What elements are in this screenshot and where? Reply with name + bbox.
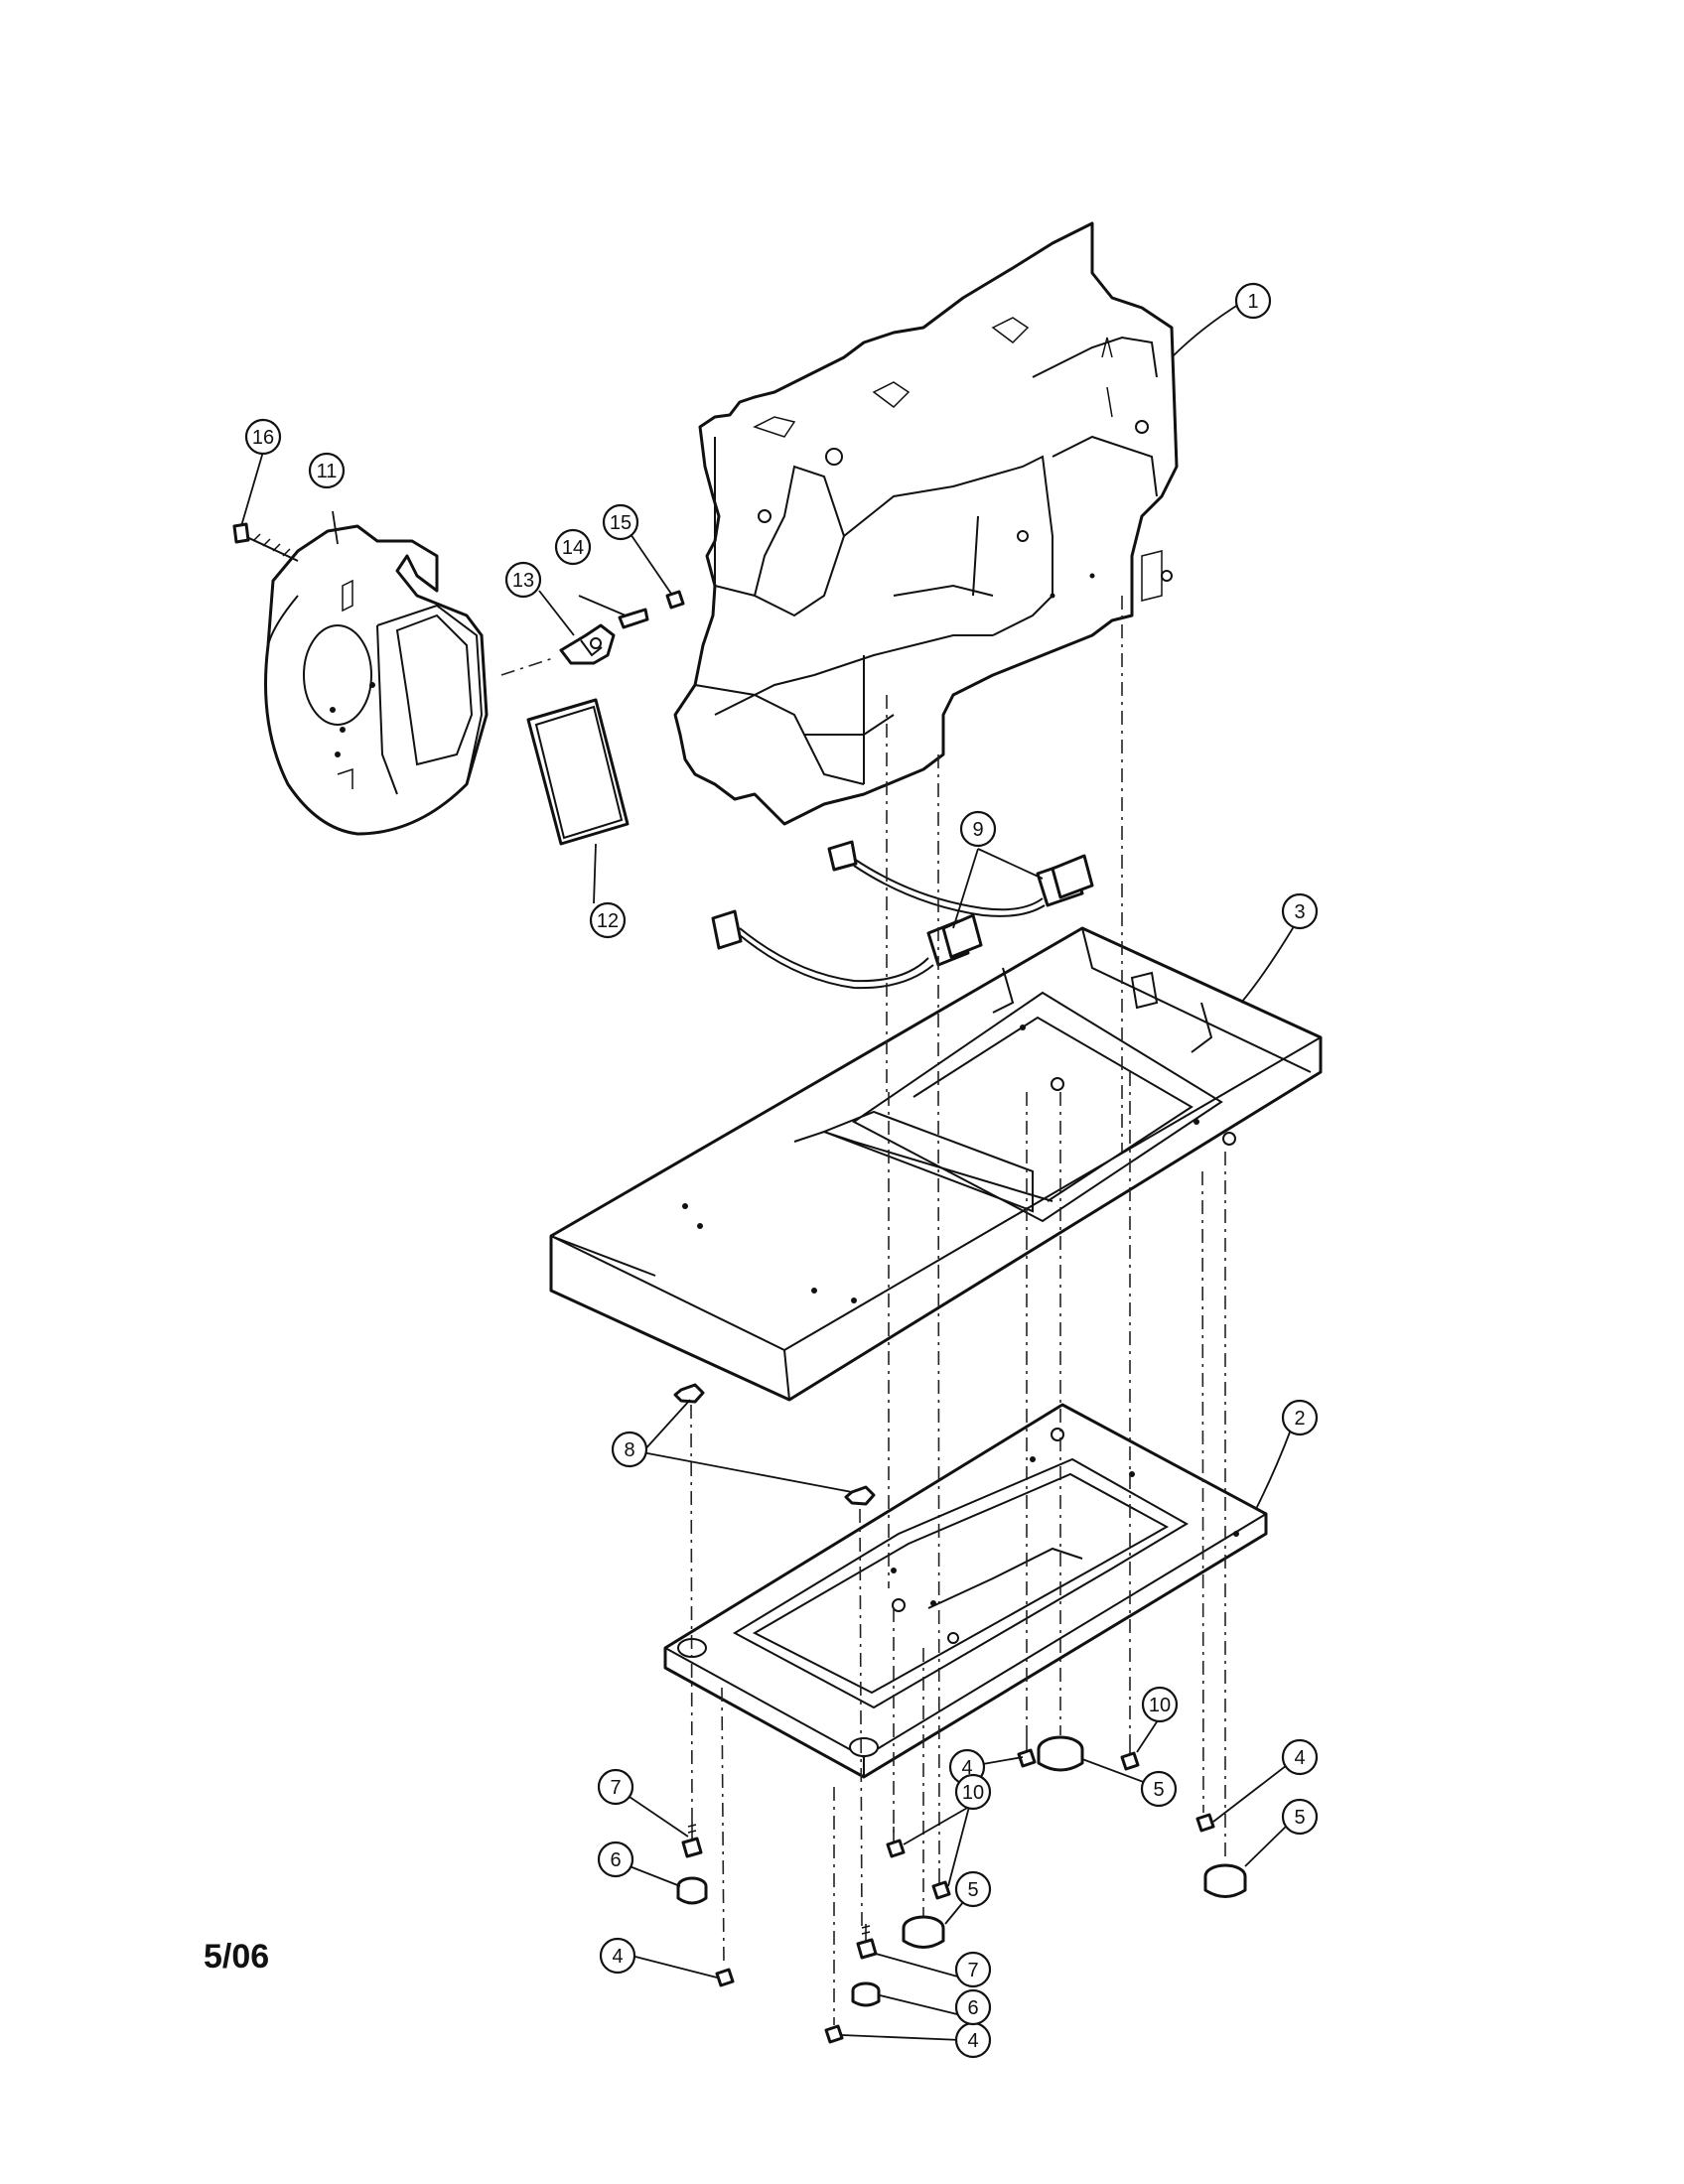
part-2-base-plate <box>663 1403 1268 1779</box>
callout-5-mid: 5 <box>1140 1770 1178 1808</box>
leader-lines <box>240 302 1297 2041</box>
callout-11: 11 <box>308 452 346 489</box>
callout-4-left: 4 <box>599 1937 636 1975</box>
callout-label: 4 <box>1294 1747 1305 1769</box>
part-9-wire-harness-upper <box>827 840 1094 917</box>
part-3-base-cover <box>549 926 1323 1402</box>
callout-14: 14 <box>554 528 592 566</box>
callout-label: 5 <box>967 1879 978 1901</box>
part-8-nut-upper <box>673 1383 705 1404</box>
date-code: 5/06 <box>204 1938 270 1976</box>
callout-label: 5 <box>1294 1807 1305 1829</box>
part-10-screw-right <box>1120 1739 1140 1771</box>
part-6-washer-left <box>676 1876 708 1905</box>
callout-label: 13 <box>512 570 534 592</box>
callout-label: 5 <box>1153 1779 1164 1801</box>
callout-4-right: 4 <box>1281 1738 1319 1776</box>
part-7-screw-center <box>856 1924 878 1960</box>
part-12-filter-pad <box>526 698 630 846</box>
callout-10-right: 10 <box>1141 1686 1179 1723</box>
callout-3: 3 <box>1281 892 1319 930</box>
callout-10-center: 10 <box>954 1773 992 1811</box>
callout-label: 7 <box>967 1960 978 1981</box>
callout-12: 12 <box>589 901 627 939</box>
part-10-screw-center-a <box>886 1827 906 1858</box>
part-4-screw-center-bottom <box>824 2024 844 2044</box>
callout-2: 2 <box>1281 1399 1319 1436</box>
part-4-screw-right <box>1195 1813 1215 1833</box>
callout-8: 8 <box>611 1431 648 1468</box>
part-7-screw-left <box>681 1822 703 1858</box>
callout-label: 8 <box>624 1439 634 1461</box>
part-15-screw <box>665 590 685 610</box>
callout-7-left: 7 <box>597 1768 634 1806</box>
part-9-wire-harness-lower <box>711 909 983 990</box>
callout-5-center: 5 <box>954 1870 992 1908</box>
callout-label: 2 <box>1294 1408 1305 1430</box>
callout-1: 1 <box>1234 282 1272 320</box>
part-11-blower-cover <box>264 524 489 836</box>
part-8-nut-lower <box>844 1485 876 1506</box>
callout-label: 14 <box>562 537 584 559</box>
part-1-main-frame <box>673 221 1179 826</box>
part-5-foot-right <box>1203 1863 1247 1898</box>
part-10-screw-center-b <box>931 1868 951 1900</box>
callout-label: 4 <box>961 1757 972 1779</box>
part-6-washer-center <box>851 1981 881 2007</box>
callout-label: 6 <box>610 1849 621 1871</box>
part-16-screw <box>232 522 299 562</box>
callout-label: 4 <box>612 1946 623 1968</box>
part-14-tab <box>618 608 649 629</box>
callout-label: 1 <box>1247 291 1258 313</box>
part-4-screw-mid <box>1017 1737 1037 1768</box>
callout-9: 9 <box>959 810 997 848</box>
assembly-lines <box>690 596 1226 2025</box>
assembly-line-cover <box>500 656 557 676</box>
callout-label: 11 <box>317 461 338 482</box>
callout-label: 15 <box>610 512 632 534</box>
callout-15: 15 <box>602 503 639 541</box>
callout-label: 7 <box>610 1777 621 1799</box>
callout-label: 3 <box>1294 901 1305 923</box>
callout-4-bottom: 4 <box>954 2021 992 2059</box>
callout-label: 9 <box>972 819 983 841</box>
callout-label: 12 <box>597 910 619 932</box>
part-4-screw-left <box>715 1968 735 1987</box>
callout-label: 4 <box>967 2030 978 2052</box>
callout-label: 6 <box>967 1997 978 2019</box>
part-5-foot-mid <box>1037 1735 1084 1772</box>
callout-6-left: 6 <box>597 1841 634 1878</box>
callout-16: 16 <box>244 418 282 456</box>
callout-label: 10 <box>1149 1695 1171 1716</box>
callout-5-right: 5 <box>1281 1798 1319 1836</box>
callout-7-center: 7 <box>954 1951 992 1988</box>
callout-label: 16 <box>252 427 274 449</box>
part-13-clip <box>559 623 616 665</box>
callout-13: 13 <box>504 561 542 599</box>
callout-6-center: 6 <box>954 1988 992 2026</box>
callout-label: 10 <box>962 1782 984 1804</box>
part-5-foot-center <box>902 1915 945 1949</box>
